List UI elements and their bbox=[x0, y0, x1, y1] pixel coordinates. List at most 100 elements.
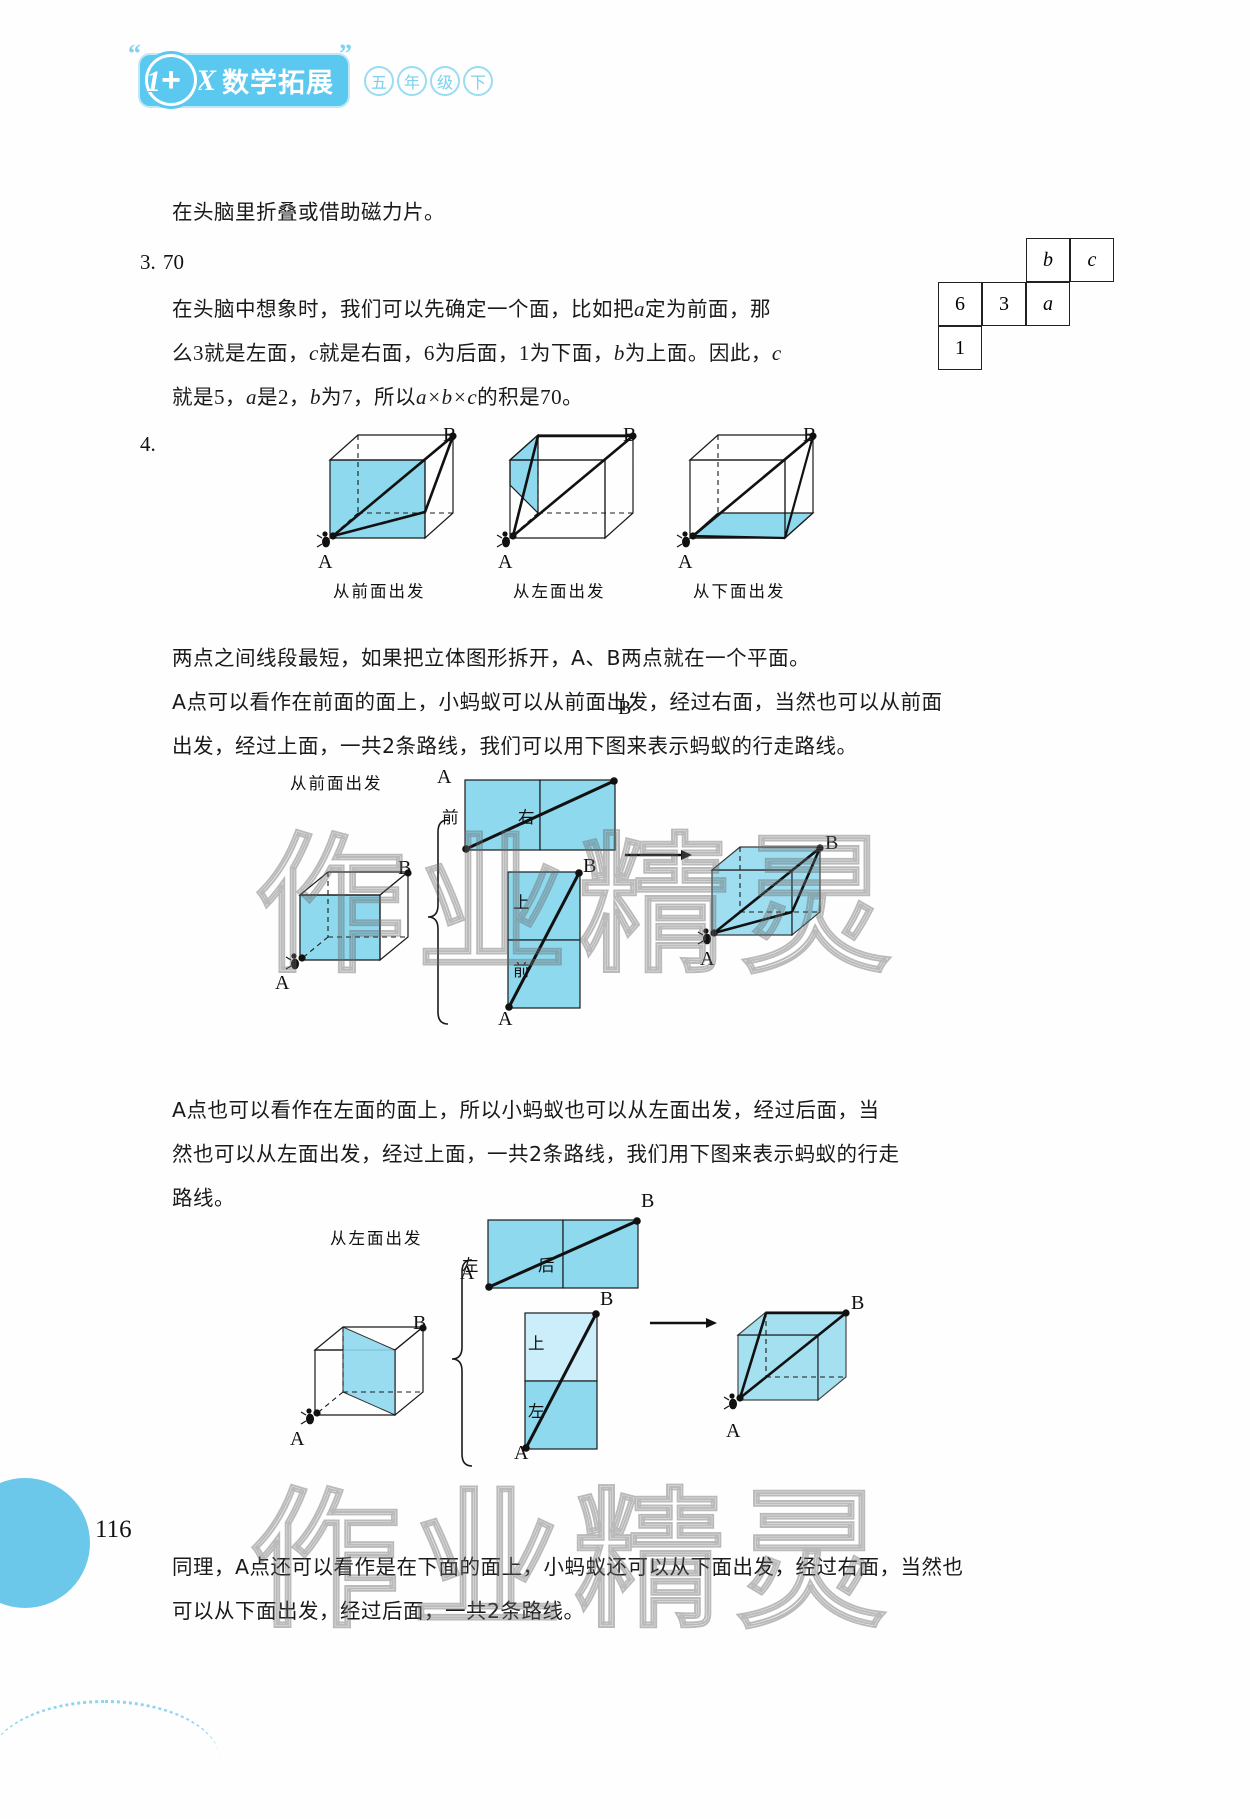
s1-net2-A: A bbox=[498, 1008, 513, 1030]
book-logo: “ ” 1 + X 数学拓展 五 年 级 下 bbox=[128, 39, 494, 106]
t: 。 bbox=[562, 385, 584, 409]
brace-icon bbox=[451, 1259, 473, 1467]
logo-plus: + bbox=[161, 61, 181, 99]
t: 为上面。因此， bbox=[624, 341, 772, 365]
cube2-label-A: A bbox=[498, 551, 513, 573]
s2-net2-B: B bbox=[600, 1288, 614, 1310]
s1-cube-A: A bbox=[275, 972, 290, 994]
source-cube-2 bbox=[300, 1324, 427, 1425]
ant-icon bbox=[316, 531, 330, 548]
grade-char-3: 级 bbox=[430, 65, 461, 96]
expr: a×b×c bbox=[416, 385, 478, 409]
t: 为下面， bbox=[529, 341, 614, 365]
ant-icon bbox=[697, 928, 711, 945]
logo-one: 1 bbox=[146, 65, 161, 98]
arrow-icon bbox=[650, 1318, 717, 1328]
quote-right-icon: ” bbox=[339, 39, 353, 68]
face-label-front: 前 bbox=[442, 808, 459, 827]
net-cell-6: 6 bbox=[938, 282, 982, 326]
ant-icon bbox=[285, 953, 299, 970]
ant-icon bbox=[676, 531, 690, 548]
section2-title: 从左面出发 bbox=[330, 1229, 423, 1248]
var-a: a bbox=[246, 385, 257, 409]
item3-line1-var: a bbox=[634, 297, 645, 321]
ant-icon bbox=[723, 1393, 737, 1410]
s2-result-A: A bbox=[726, 1420, 741, 1442]
t: 是 bbox=[257, 385, 278, 409]
var-b: b bbox=[310, 385, 321, 409]
result-cube-2 bbox=[723, 1309, 850, 1410]
t: 为后面， bbox=[434, 341, 519, 365]
t: 么 bbox=[172, 341, 193, 365]
s2-cube-B: B bbox=[413, 1312, 427, 1334]
logo-plus-circle: 1 + bbox=[146, 57, 194, 103]
brace-icon bbox=[427, 819, 449, 1025]
para1: 两点之间线段最短，如果把立体图形拆开，A、B两点就在一个平面。 bbox=[172, 646, 811, 670]
logo-title: 数学拓展 bbox=[222, 68, 335, 99]
face-label-back: 后 bbox=[538, 1256, 555, 1275]
s2-net2-A: A bbox=[514, 1442, 529, 1464]
corner-decoration bbox=[0, 1478, 90, 1608]
net-cell-1: 1 bbox=[938, 326, 982, 370]
s1-net2-B: B bbox=[583, 855, 597, 877]
para3-line3: 路线。 bbox=[172, 1186, 235, 1210]
page-number: 116 bbox=[95, 1516, 132, 1543]
t: 的积是 bbox=[477, 385, 541, 409]
t: ，所以 bbox=[353, 385, 416, 409]
para4-line1: 同理，A点还可以看作是在下面的面上，小蚂蚁还可以从下面出发，经过右面，当然也 bbox=[172, 1555, 964, 1579]
cube-front-start bbox=[316, 432, 457, 548]
s2-net1-B: B bbox=[641, 1190, 655, 1212]
quote-left-icon: “ bbox=[128, 39, 141, 68]
cube-row-figure bbox=[316, 432, 817, 548]
item3-answer: 70 bbox=[163, 250, 184, 274]
n6: 6 bbox=[423, 341, 435, 365]
source-cube bbox=[285, 869, 412, 970]
para4-line2: 可以从下面出发，经过后面，一共2条路线。 bbox=[172, 1599, 585, 1623]
result-cube bbox=[697, 844, 824, 945]
face-label-left: 左 bbox=[462, 1256, 479, 1275]
cube3-label-A: A bbox=[678, 551, 693, 573]
para3-line2: 然也可以从左面出发，经过上面，一共2条路线，我们用下图来表示蚂蚁的行走 bbox=[172, 1142, 900, 1166]
net-cell-a: a bbox=[1026, 282, 1070, 326]
net-cell-b: b bbox=[1026, 238, 1070, 282]
t: 为 bbox=[321, 385, 342, 409]
s1-result-A: A bbox=[700, 948, 715, 970]
intro-line: 在头脑里折叠或借助磁力片。 bbox=[172, 200, 445, 224]
t: 就是 bbox=[172, 385, 214, 409]
grade-badges: 五 年 级 下 bbox=[364, 65, 494, 96]
n1: 1 bbox=[518, 341, 530, 365]
cube1-caption: 从前面出发 bbox=[333, 582, 426, 601]
cube2-label-B: B bbox=[623, 424, 637, 446]
ant-icon bbox=[496, 531, 510, 548]
arrow-icon bbox=[625, 850, 692, 860]
n3: 3 bbox=[193, 341, 204, 365]
face-label-front2: 前 bbox=[513, 961, 530, 980]
para2-line1: A点可以看作在前面的面上，小蚂蚁可以从前面出发，经过右面，当然也可以从前面 bbox=[172, 690, 943, 714]
t: ， bbox=[225, 385, 246, 409]
cube-left-start bbox=[496, 432, 637, 548]
s1-result-B: B bbox=[825, 832, 839, 854]
s1-cube-B: B bbox=[398, 857, 412, 879]
face-label-left2: 左 bbox=[528, 1402, 545, 1421]
para2-line2: 出发，经过上面，一共2条路线，我们可以用下图来表示蚂蚁的行走路线。 bbox=[172, 734, 858, 758]
logo-x: X bbox=[196, 63, 217, 97]
item3-line2: 么3就是左面，c就是右面，6为后面，1为下面，b为上面。因此，c bbox=[172, 331, 782, 375]
t: 就是右面， bbox=[318, 341, 424, 365]
item3-number: 3. bbox=[140, 250, 156, 274]
t: ， bbox=[289, 385, 310, 409]
s2-cube-A: A bbox=[290, 1428, 305, 1450]
var-b: b bbox=[613, 341, 625, 365]
ant-icon bbox=[300, 1408, 314, 1425]
n2: 2 bbox=[278, 385, 289, 409]
face-label-up: 上 bbox=[513, 893, 530, 912]
cube3-caption: 从下面出发 bbox=[693, 582, 786, 601]
logo-badge: “ ” 1 + X 数学拓展 bbox=[128, 39, 352, 106]
cube-bottom-start bbox=[676, 432, 817, 548]
unfold-left-back bbox=[485, 1217, 641, 1291]
n70: 70 bbox=[540, 385, 563, 409]
corner-arc-decoration bbox=[0, 1700, 220, 1820]
n7: 7 bbox=[342, 385, 353, 409]
face-label-right: 右 bbox=[518, 808, 535, 827]
item3-line1-a: 在头脑中想象时，我们可以先确定一个面，比如把 bbox=[172, 297, 634, 321]
